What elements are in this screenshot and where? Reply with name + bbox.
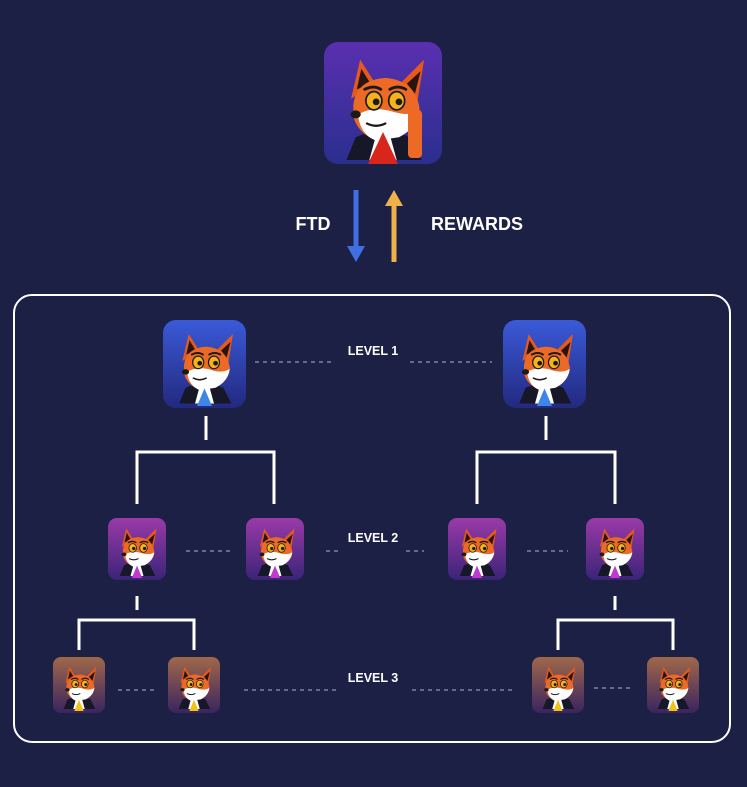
arrow-down-icon <box>347 246 365 262</box>
level-3-node-4 <box>647 657 699 713</box>
tree-connectors <box>77 416 675 650</box>
referral-nodes <box>53 320 699 713</box>
tie-icon <box>368 132 398 164</box>
level-1-label: LEVEL 1 <box>348 344 399 358</box>
level-3-node-3 <box>532 657 584 713</box>
level-3-node-1 <box>53 657 105 713</box>
level-2-label: LEVEL 2 <box>348 531 399 545</box>
tie-icon <box>471 565 483 578</box>
tie-icon <box>609 565 621 578</box>
levels-frame <box>13 294 731 743</box>
ftd-arrow <box>347 190 365 262</box>
level-2-node-3 <box>448 518 506 580</box>
tie-icon <box>189 699 199 711</box>
level-2-node-4 <box>586 518 644 580</box>
raised-paw-icon <box>408 110 422 158</box>
level-1-node-2 <box>503 320 586 408</box>
ftd-label: FTD <box>296 214 331 234</box>
level-2-node-2 <box>246 518 304 580</box>
tie-icon <box>197 388 212 406</box>
dashed-links <box>118 361 634 691</box>
tie-icon <box>74 699 84 711</box>
level-3-label: LEVEL 3 <box>348 671 399 685</box>
tie-icon <box>553 699 563 711</box>
level-2-node-1 <box>108 518 166 580</box>
tie-icon <box>269 565 281 578</box>
tie-icon <box>668 699 678 711</box>
rewards-arrow <box>385 190 403 262</box>
tie-icon <box>131 565 143 578</box>
level-3-node-2 <box>168 657 220 713</box>
top-node <box>324 42 442 164</box>
arrow-up-icon <box>385 190 403 206</box>
tie-icon <box>537 388 552 406</box>
rewards-label: REWARDS <box>431 214 523 234</box>
level-1-node-1 <box>163 320 246 408</box>
